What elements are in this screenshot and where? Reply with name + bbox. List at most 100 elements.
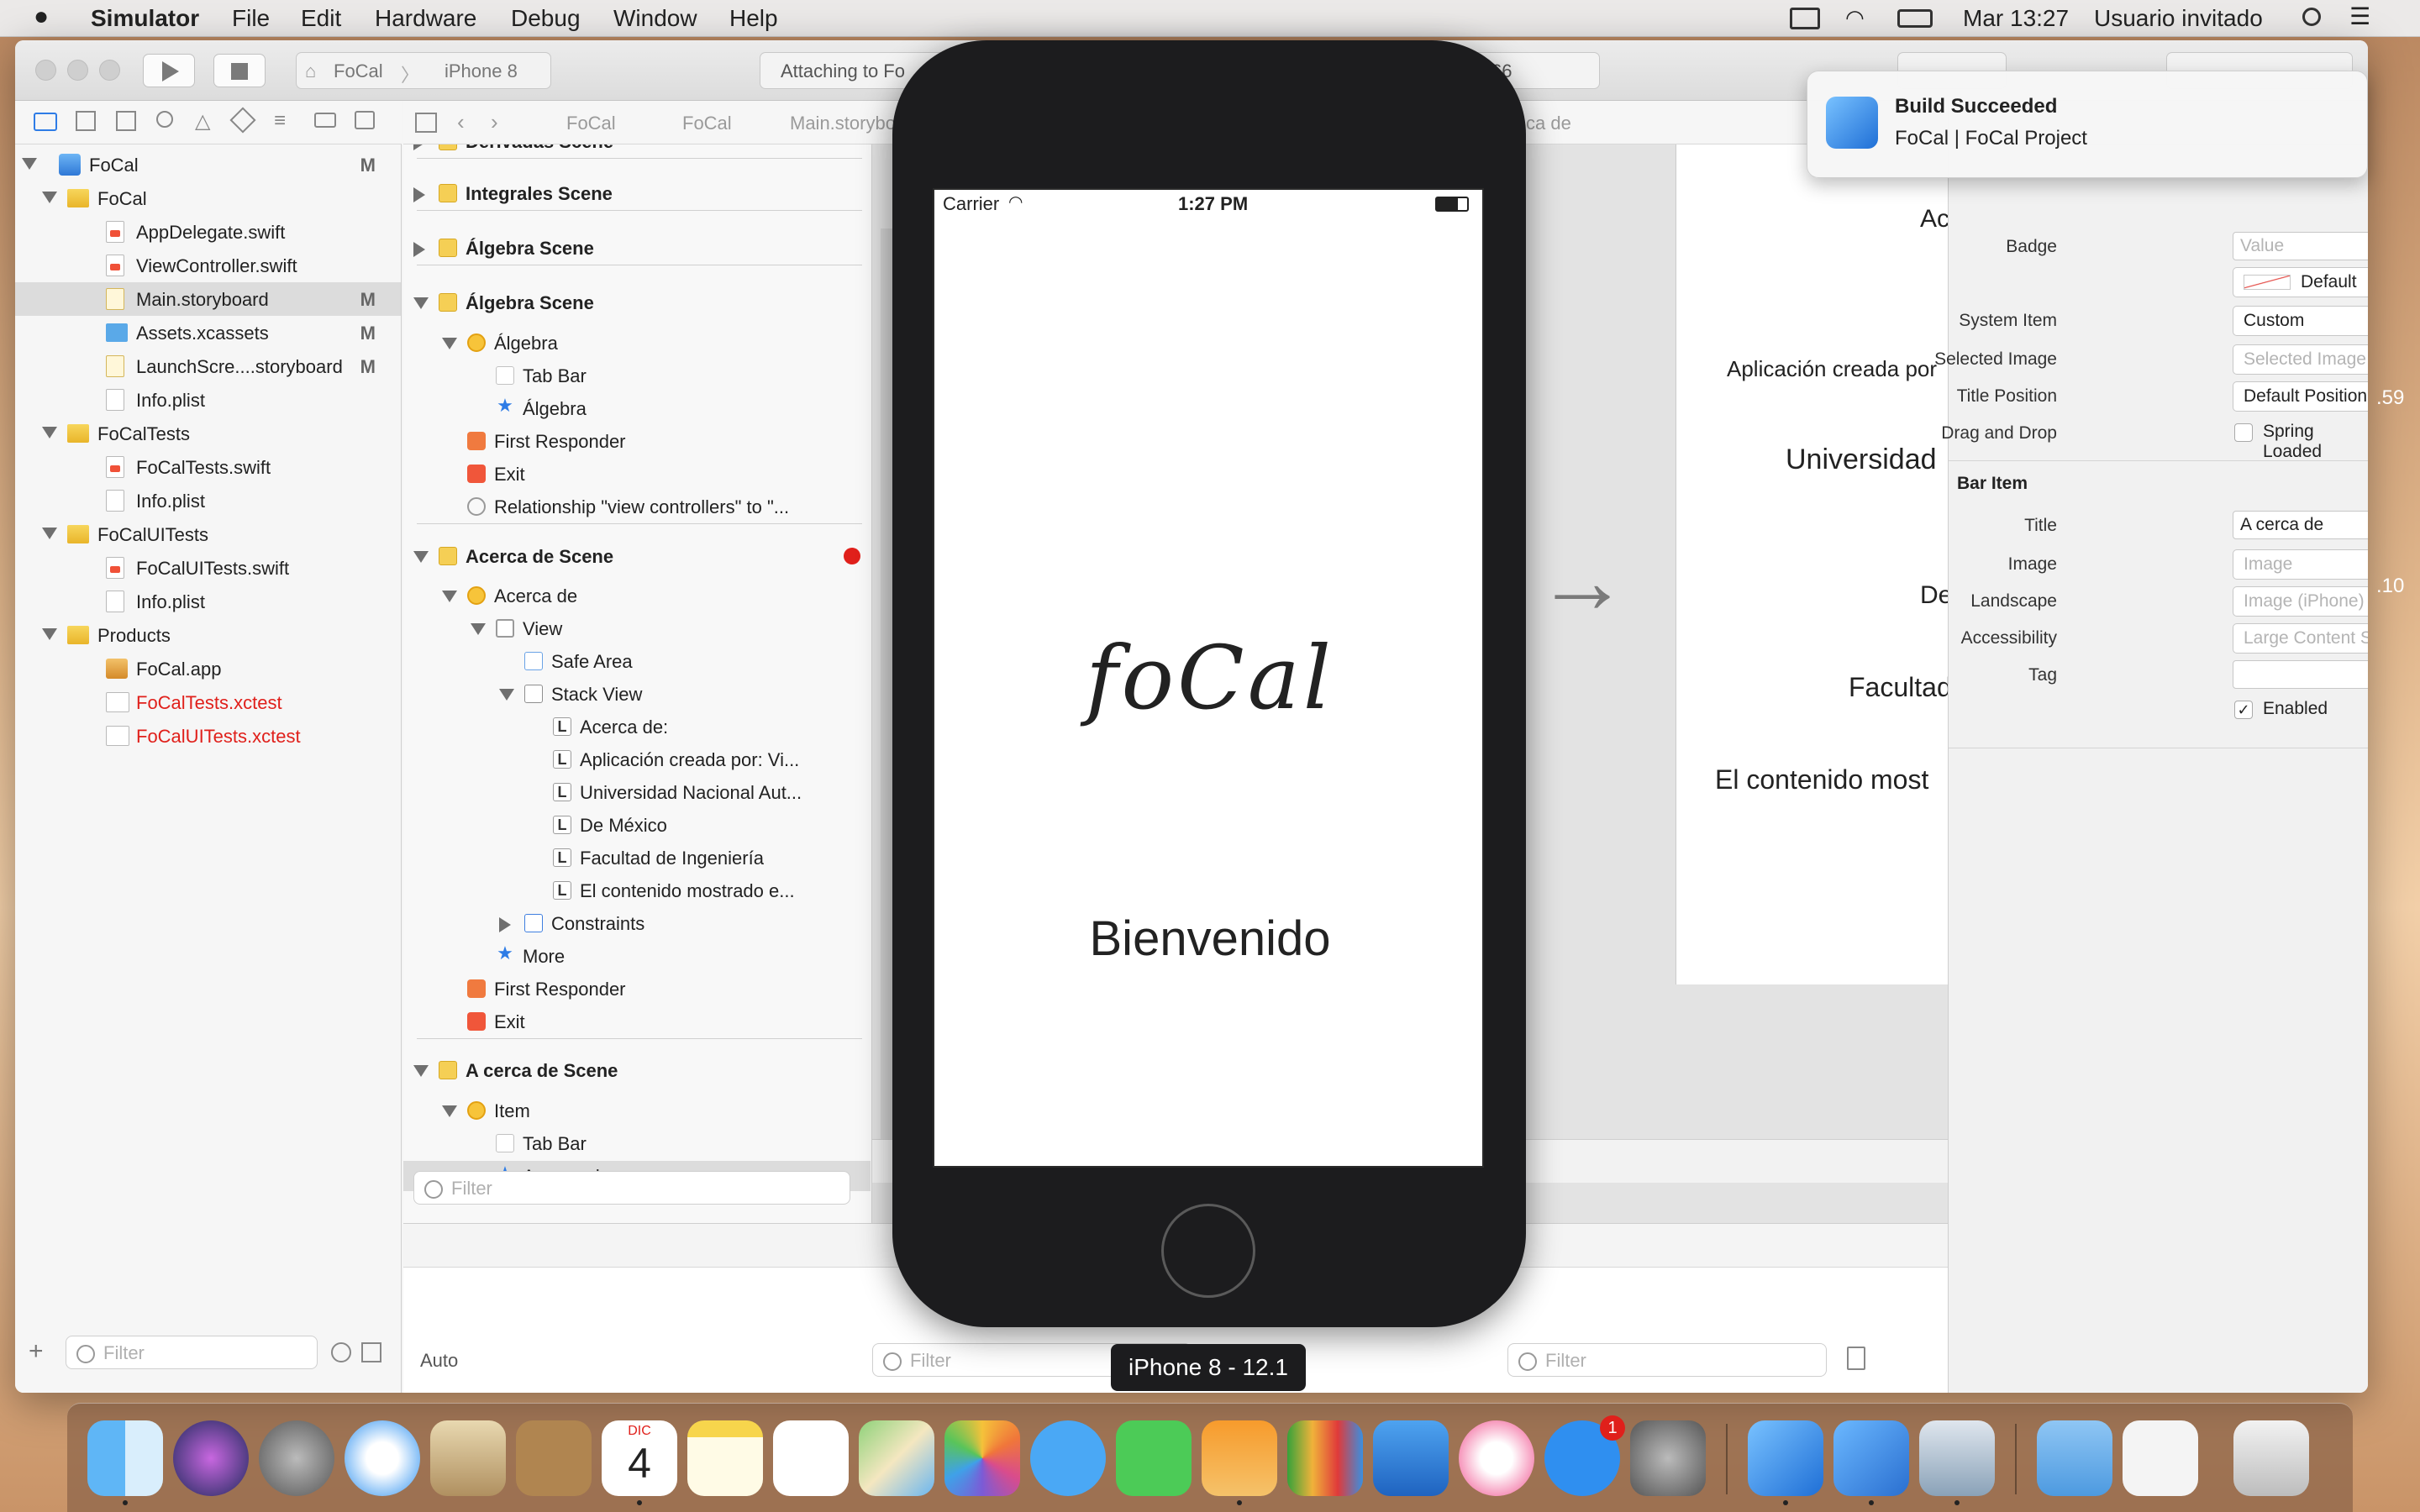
notes-icon[interactable] bbox=[687, 1420, 763, 1496]
source-control-icon[interactable] bbox=[76, 111, 96, 131]
contacts-icon[interactable] bbox=[516, 1420, 592, 1496]
outline-row[interactable]: Acerca de bbox=[403, 580, 871, 611]
navigator-file-item[interactable]: Info.plist bbox=[15, 383, 401, 417]
zoom-window-button[interactable] bbox=[99, 60, 120, 81]
navigator-group-item[interactable]: FoCalUITests bbox=[15, 517, 401, 551]
navigator-group-item[interactable]: FoCalTests bbox=[15, 417, 401, 450]
outline-row[interactable]: View bbox=[403, 613, 871, 643]
disclosure-triangle-icon[interactable] bbox=[442, 338, 457, 349]
outline-row[interactable]: Exit bbox=[403, 1006, 871, 1037]
outline-row[interactable]: Tab Bar bbox=[403, 1128, 871, 1158]
outline-row[interactable]: Álgebra bbox=[403, 328, 871, 358]
navigator-file-item[interactable]: Info.plist bbox=[15, 484, 401, 517]
find-icon[interactable] bbox=[156, 111, 173, 128]
menu-user[interactable]: Usuario invitado bbox=[2094, 5, 2263, 31]
safari-icon[interactable] bbox=[345, 1420, 420, 1496]
keynote-icon[interactable] bbox=[1373, 1420, 1449, 1496]
segue-arrow[interactable]: → bbox=[1536, 529, 1628, 633]
outline-row[interactable]: Álgebra Scene bbox=[403, 233, 871, 263]
documents-stack-icon[interactable] bbox=[2123, 1420, 2198, 1496]
app-store-icon[interactable]: 1 bbox=[1544, 1415, 1625, 1496]
title-input[interactable]: A cerca de bbox=[2233, 511, 2368, 539]
badge-color-select[interactable]: Default bbox=[2233, 267, 2368, 297]
spotlight-icon[interactable] bbox=[2302, 8, 2321, 26]
debug-icon[interactable]: ≡ bbox=[274, 109, 287, 132]
messages-icon[interactable] bbox=[1030, 1420, 1106, 1496]
issue-icon[interactable]: △ bbox=[195, 110, 211, 133]
menu-edit[interactable]: Edit bbox=[301, 5, 342, 31]
outline-row[interactable]: Álgebra Scene bbox=[403, 287, 871, 318]
menu-clock[interactable]: Mar 13:27 bbox=[1963, 5, 2070, 31]
title-position-select[interactable]: Default Position bbox=[2233, 381, 2368, 412]
system-item-select[interactable]: Custom bbox=[2233, 306, 2368, 336]
disclosure-triangle-icon[interactable] bbox=[42, 528, 57, 539]
menu-hardware[interactable]: Hardware bbox=[375, 5, 477, 31]
disclosure-triangle-icon[interactable] bbox=[42, 192, 57, 203]
maps-icon[interactable] bbox=[859, 1420, 934, 1496]
breakpoint-icon[interactable] bbox=[314, 113, 336, 128]
enabled-checkbox[interactable]: ✓ bbox=[2234, 701, 2253, 719]
outline-row[interactable]: Safe Area bbox=[403, 646, 871, 676]
jump-item-group[interactable]: FoCal bbox=[682, 113, 732, 134]
disclosure-triangle-icon[interactable] bbox=[442, 591, 457, 602]
navigator-product-item[interactable]: FoCalTests.xctest bbox=[15, 685, 401, 719]
navigator-product-item[interactable]: FoCalUITests.xctest bbox=[15, 719, 401, 753]
xcode-dock-icon[interactable] bbox=[1748, 1420, 1823, 1496]
numbers-icon[interactable] bbox=[1287, 1420, 1363, 1496]
launchpad-icon[interactable] bbox=[259, 1420, 334, 1496]
build-notification[interactable]: Build Succeeded FoCal | FoCal Project bbox=[1807, 71, 2368, 178]
outline-row[interactable]: ★More bbox=[403, 941, 871, 971]
navigator-file-item[interactable]: FoCalUITests.swift bbox=[15, 551, 401, 585]
scheme-selector[interactable]: ⌂ FoCal 〉 iPhone 8 bbox=[296, 52, 551, 89]
outline-row[interactable]: Relationship "view controllers" to "... bbox=[403, 491, 871, 522]
outline-row[interactable]: Item bbox=[403, 1095, 871, 1126]
outline-row[interactable]: First Responder bbox=[403, 974, 871, 1004]
disclosure-triangle-icon[interactable] bbox=[42, 628, 57, 640]
outline-row[interactable]: Exit bbox=[403, 459, 871, 489]
navigator-group-item[interactable]: FoCal bbox=[15, 181, 401, 215]
menu-window[interactable]: Window bbox=[613, 5, 697, 31]
navigator-product-item[interactable]: FoCal.app bbox=[15, 652, 401, 685]
outline-row[interactable]: Acerca de Scene bbox=[403, 541, 871, 571]
scm-filter-icon[interactable] bbox=[361, 1342, 381, 1362]
navigator-file-item[interactable]: FoCalTests.swift bbox=[15, 450, 401, 484]
jump-item-tail[interactable]: ca de bbox=[1526, 113, 1571, 134]
badge-input[interactable]: Value bbox=[2233, 232, 2368, 260]
itunes-icon[interactable] bbox=[1459, 1420, 1534, 1496]
landscape-select[interactable]: Image (iPhone) bbox=[2233, 586, 2368, 617]
outline-row[interactable]: Constraints bbox=[403, 908, 871, 938]
close-window-button[interactable] bbox=[35, 60, 56, 81]
disclosure-triangle-icon[interactable] bbox=[499, 689, 514, 701]
outline-row[interactable]: Stack View bbox=[403, 679, 871, 709]
outline-row[interactable]: Derivadas Scene bbox=[403, 144, 871, 156]
navigator-group-item[interactable]: Products bbox=[15, 618, 401, 652]
disclosure-triangle-icon[interactable] bbox=[442, 1105, 457, 1117]
outline-row[interactable]: Tab Bar bbox=[403, 360, 871, 391]
wifi-icon[interactable]: ◠ bbox=[1845, 5, 1865, 30]
navigator-file-item[interactable]: ViewController.swift bbox=[15, 249, 401, 282]
disclosure-triangle-icon[interactable] bbox=[42, 427, 57, 438]
test-icon[interactable] bbox=[229, 107, 256, 134]
navigator-file-item[interactable]: AppDelegate.swift bbox=[15, 215, 401, 249]
siri-icon[interactable] bbox=[173, 1420, 249, 1496]
disclosure-triangle-icon[interactable] bbox=[413, 297, 429, 309]
home-button[interactable] bbox=[1161, 1204, 1255, 1298]
related-items-icon[interactable] bbox=[415, 113, 437, 133]
back-icon[interactable]: ‹ bbox=[457, 109, 465, 134]
notification-center-icon[interactable]: ☰ bbox=[2349, 3, 2371, 29]
preview-dock-icon[interactable] bbox=[1919, 1420, 1995, 1496]
outline-filter-input[interactable]: Filter bbox=[413, 1171, 850, 1205]
disclosure-triangle-icon[interactable] bbox=[413, 242, 425, 257]
jump-item-project[interactable]: FoCal bbox=[566, 113, 616, 134]
forward-icon[interactable]: › bbox=[491, 109, 498, 134]
report-icon[interactable] bbox=[355, 111, 375, 129]
simulator-dock-icon[interactable] bbox=[1833, 1420, 1909, 1496]
tag-input[interactable]: 0 bbox=[2233, 660, 2368, 689]
folder-icon[interactable] bbox=[34, 113, 57, 131]
